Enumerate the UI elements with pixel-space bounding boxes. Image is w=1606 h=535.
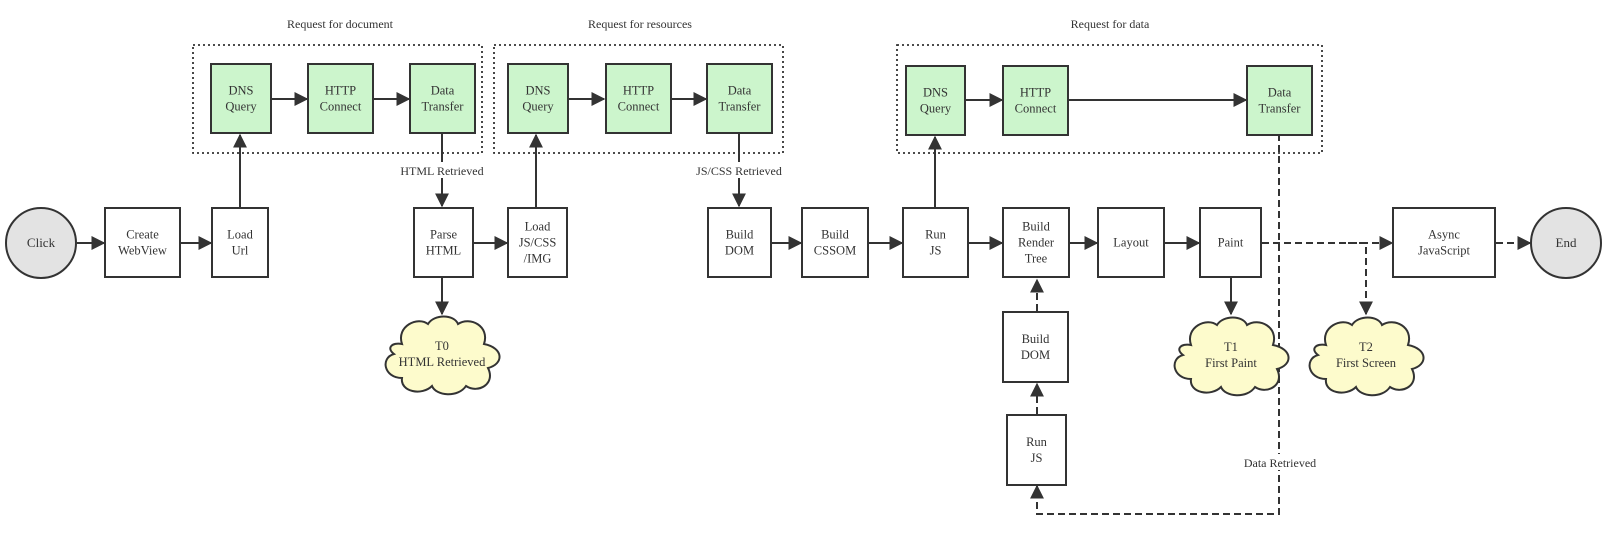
node-label: T2 [1359, 340, 1373, 354]
node-label: Query [522, 100, 554, 114]
node-label: Paint [1218, 236, 1244, 250]
node-label: Query [920, 102, 952, 116]
node-label: T1 [1224, 340, 1238, 354]
node-label: Build [726, 228, 755, 242]
node-res-dns: DNS Query [507, 63, 569, 134]
node-label: Url [232, 244, 249, 258]
node-click: Click [5, 207, 77, 279]
node-label: T0 [435, 339, 449, 353]
node-label: End [1556, 235, 1577, 250]
node-label: Transfer [422, 100, 465, 114]
node-label: JS/CSS [519, 236, 557, 250]
node-label: First Paint [1205, 356, 1257, 370]
node-label: Build [1022, 220, 1051, 234]
group-title-resources: Request for resources [588, 17, 692, 31]
node-label: Connect [1015, 102, 1057, 116]
node-label: WebView [118, 244, 167, 258]
node-label: /IMG [524, 252, 552, 266]
node-label: Data [431, 84, 455, 98]
edge-labels: HTML Retrieved JS/CSS Retrieved Data Ret… [396, 162, 1322, 470]
node-label: JS [1031, 451, 1043, 465]
node-label: HTML [426, 244, 461, 258]
node-label: Layout [1113, 236, 1149, 250]
node-label: DNS [525, 84, 550, 98]
node-label: Connect [618, 100, 660, 114]
node-label: Data [1268, 86, 1292, 100]
node-paint: Paint [1199, 207, 1262, 278]
node-label: Query [225, 100, 257, 114]
node-label: HTTP [1020, 86, 1051, 100]
node-doc-http: HTTP Connect [307, 63, 374, 134]
node-res-http: HTTP Connect [605, 63, 672, 134]
node-label: Async [1428, 228, 1460, 242]
dashed-edges [1030, 134, 1532, 515]
node-label: Load [227, 228, 253, 242]
node-label: JavaScript [1418, 244, 1471, 258]
node-doc-dns: DNS Query [210, 63, 272, 134]
node-label: First Screen [1336, 356, 1397, 370]
node-label: Run [925, 228, 947, 242]
label-data-retrieved: Data Retrieved [1244, 456, 1316, 470]
node-label: Run [1026, 435, 1048, 449]
group-title-document: Request for document [287, 17, 394, 31]
node-label: Transfer [719, 100, 762, 114]
node-label: Load [525, 220, 551, 234]
group-request-document: Request for document [192, 17, 483, 154]
group-request-data: Request for data [896, 17, 1323, 154]
node-data-dns: DNS Query [905, 65, 966, 136]
node-label: DOM [725, 244, 754, 258]
node-layout: Layout [1097, 207, 1165, 278]
node-label: DOM [1021, 348, 1050, 362]
node-label: Connect [320, 100, 362, 114]
node-label: HTML Retrieved [399, 355, 486, 369]
label-jscss-retrieved: JS/CSS Retrieved [696, 164, 782, 178]
node-label: Click [27, 235, 56, 250]
node-label: JS [930, 244, 942, 258]
node-label: HTTP [325, 84, 356, 98]
node-label: Build [821, 228, 850, 242]
node-label: Data [728, 84, 752, 98]
label-html-retrieved: HTML Retrieved [400, 164, 483, 178]
group-title-data: Request for data [1071, 17, 1150, 31]
node-data-http: HTTP Connect [1002, 65, 1069, 136]
node-label: Parse [430, 228, 458, 242]
node-label: DNS [228, 84, 253, 98]
node-end: End [1530, 207, 1602, 279]
node-label: HTTP [623, 84, 654, 98]
node-label: DNS [923, 86, 948, 100]
node-label: CSSOM [814, 244, 856, 258]
node-label: Create [126, 228, 159, 242]
node-label: Render [1018, 236, 1055, 250]
edge-transfer-runjs2 [1030, 134, 1280, 515]
node-label: Build [1022, 332, 1051, 346]
edge-paint-t2 [1348, 242, 1373, 316]
group-request-resources: Request for resources [493, 17, 784, 154]
node-label: Tree [1025, 252, 1048, 266]
node-label: Transfer [1259, 102, 1302, 116]
